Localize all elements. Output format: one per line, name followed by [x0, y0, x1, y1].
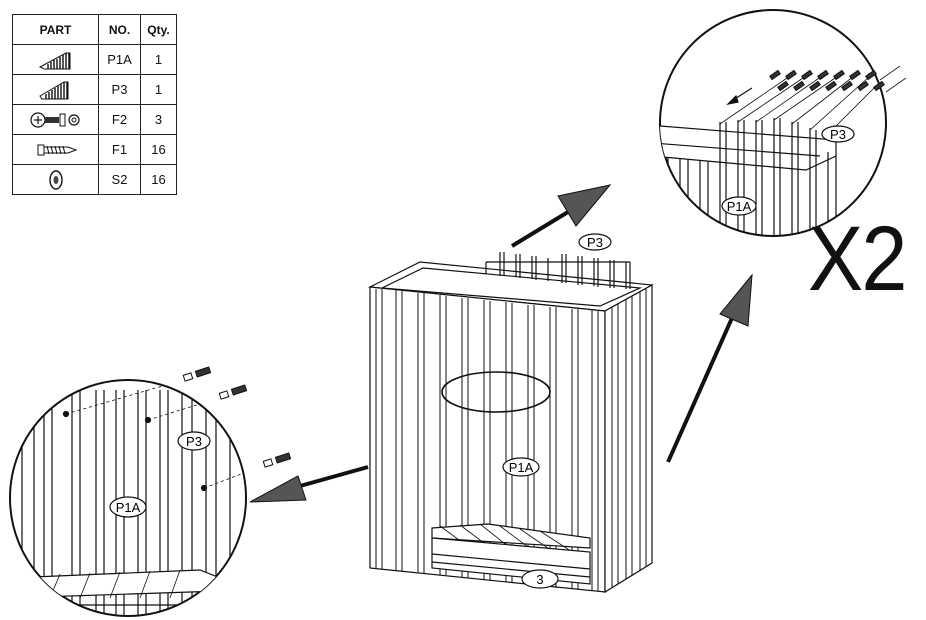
screw-cluster [769, 69, 885, 92]
part-header: PART [12, 14, 99, 45]
label-p1a-right-text: P1A [727, 199, 752, 214]
washer-icon [12, 164, 99, 195]
parts-row: P1A 1 [12, 44, 177, 75]
label-p1a-main: P1A [502, 457, 540, 477]
arrow-to-right-detail [666, 273, 753, 463]
panel-p3-icon [12, 74, 99, 105]
arrow-to-top-detail [510, 184, 612, 248]
part-qty: 3 [140, 104, 177, 135]
shed-frame [367, 252, 654, 594]
label-p3-left-text: P3 [186, 434, 202, 449]
parts-row: F1 16 [12, 134, 177, 165]
raised-panel-p3 [485, 252, 631, 289]
part-qty: 1 [140, 44, 177, 75]
label-p3-main-text: P3 [587, 235, 603, 250]
label-p3-main: P3 [578, 233, 612, 251]
label-p1a-left-text: P1A [116, 500, 141, 515]
parts-row: P3 1 [12, 74, 177, 105]
label-3-main-text: 3 [536, 572, 543, 587]
arrow-to-left-detail [249, 465, 369, 503]
part-qty: 16 [140, 164, 177, 195]
arrows [249, 184, 753, 503]
parts-table-header: PART NO. Qty. [12, 14, 177, 45]
label-3-main: 3 [521, 569, 559, 589]
parts-table: PART NO. Qty. P1A 1 [12, 14, 177, 195]
screw-icon [218, 384, 248, 400]
part-number: P3 [98, 74, 141, 105]
label-p1a-main-text: P1A [509, 460, 534, 475]
label-p1a-right: P1A [721, 196, 757, 216]
label-p3-left: P3 [177, 431, 211, 451]
screw-icon [262, 452, 292, 468]
label-p3-right-text: P3 [830, 127, 846, 142]
label-p1a-left: P1A [109, 496, 147, 518]
part-number: S2 [98, 164, 141, 195]
panel-p1a-icon [12, 44, 99, 75]
detail-circle-right: P3 P1A [659, 9, 907, 237]
screw-icon [182, 366, 212, 382]
parts-row: S2 16 [12, 164, 177, 195]
part-number: F2 [98, 104, 141, 135]
multiplier-label: X2 [808, 208, 907, 310]
no-header: NO. [98, 14, 141, 45]
bolt-nut-icon [12, 104, 99, 135]
label-p3-right: P3 [821, 125, 855, 143]
parts-row: F2 3 [12, 104, 177, 135]
detail-circle-left: P3 P1A [9, 366, 292, 617]
part-number: F1 [98, 134, 141, 165]
